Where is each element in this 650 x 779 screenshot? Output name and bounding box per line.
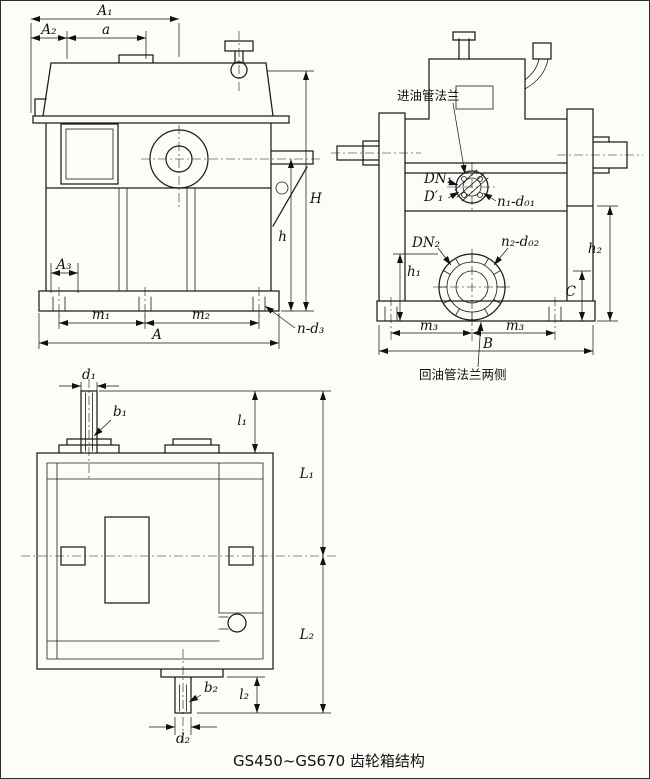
leader-n1-d01 [482, 192, 497, 202]
side-view: 进油管法兰 DN₁ D′₁ n₁-d₀₁ DN₂ n₂-d₀₂ h₁ h₂ C … [331, 31, 643, 382]
drain-plug-boss [227, 613, 247, 633]
side-centerlines [331, 152, 643, 341]
leader-n-d3 [264, 305, 296, 329]
dim-DN1: DN₁ [423, 171, 452, 187]
front-housing-outline [32, 54, 314, 312]
dim-b1: b₁ [113, 404, 127, 420]
top-inner-lines [46, 392, 264, 712]
breather-stem [234, 50, 244, 63]
dim-h2: h₂ [588, 241, 602, 257]
bracket-bolt-hole [275, 181, 289, 195]
dim-a: a [102, 22, 110, 38]
dim-m3-left: m₃ [420, 318, 438, 334]
top-cover-plate [104, 516, 150, 604]
inspection-cover-outer [60, 123, 119, 185]
label-return-flange-note: 回油管法兰两侧 [419, 367, 507, 382]
dim-l1: l₁ [237, 413, 247, 429]
front-centerlines [58, 31, 323, 317]
side-housing-outline [336, 58, 628, 322]
drawing-caption: GS450~GS670 齿轮箱结构 [233, 752, 425, 770]
dim-b2: b₂ [204, 680, 218, 696]
dim-DN2: DN₂ [411, 235, 440, 251]
dim-B: B [482, 336, 493, 352]
dim-m2: m₂ [192, 307, 210, 323]
dim-L2: L₂ [299, 627, 314, 643]
leader-b2 [188, 694, 202, 703]
leader-D1-prime [447, 191, 460, 199]
dim-C: C [566, 284, 577, 300]
leader-n2-d02 [493, 247, 509, 266]
front-view: A₁ A₂ a H h A₃ m₁ m₂ A n-d₃ [30, 3, 324, 349]
dim-A1: A₁ [95, 3, 112, 19]
dim-n2-d02: n₂-d₀₂ [501, 234, 539, 250]
dim-n1-d01: n₁-d₀₁ [497, 194, 535, 210]
top-centerlines [21, 379, 337, 745]
cap-window [455, 85, 494, 110]
dim-d1: d₁ [82, 367, 96, 383]
front-ribs-and-foot-slots [52, 187, 266, 312]
dim-A: A [150, 327, 162, 343]
dim-h1: h₁ [407, 264, 421, 280]
cap-top-stub [458, 38, 470, 60]
leader-DN2 [437, 247, 452, 266]
dim-A2: A₂ [39, 22, 56, 38]
inspection-cover-inner [65, 128, 114, 180]
dim-d2: d₂ [176, 731, 190, 747]
dim-h: h [278, 229, 287, 245]
dim-A3: A₃ [54, 257, 71, 273]
top-view: d₁ b₁ l₁ L₁ L₂ b₂ l₂ d₂ [21, 367, 337, 747]
dim-m1: m₁ [92, 307, 110, 323]
side-foot-slots [384, 306, 562, 322]
dim-n-d3: n-d₃ [297, 321, 324, 337]
inlet-flange-bolt4 [477, 192, 483, 198]
top-body-outline [36, 390, 274, 714]
leader-DN1 [447, 179, 459, 186]
pipe-junction-box [532, 42, 552, 60]
inlet-flange-hatch [454, 169, 489, 202]
inlet-flange-bolt3 [461, 192, 467, 198]
leader-b1 [93, 419, 112, 437]
leader-return-flange [477, 321, 484, 368]
dim-l2: l₂ [239, 687, 249, 703]
oil-pipe-curves [524, 58, 549, 90]
leader-inlet-flange [452, 102, 467, 175]
dim-D1-prime: D′₁ [423, 189, 443, 205]
label-inlet-flange-note: 进油管法兰 [397, 88, 460, 103]
cap-stub-head [452, 31, 476, 41]
dim-H: H [309, 191, 322, 207]
dim-m3-right: m₃ [506, 318, 524, 334]
dim-L1: L₁ [299, 466, 314, 482]
